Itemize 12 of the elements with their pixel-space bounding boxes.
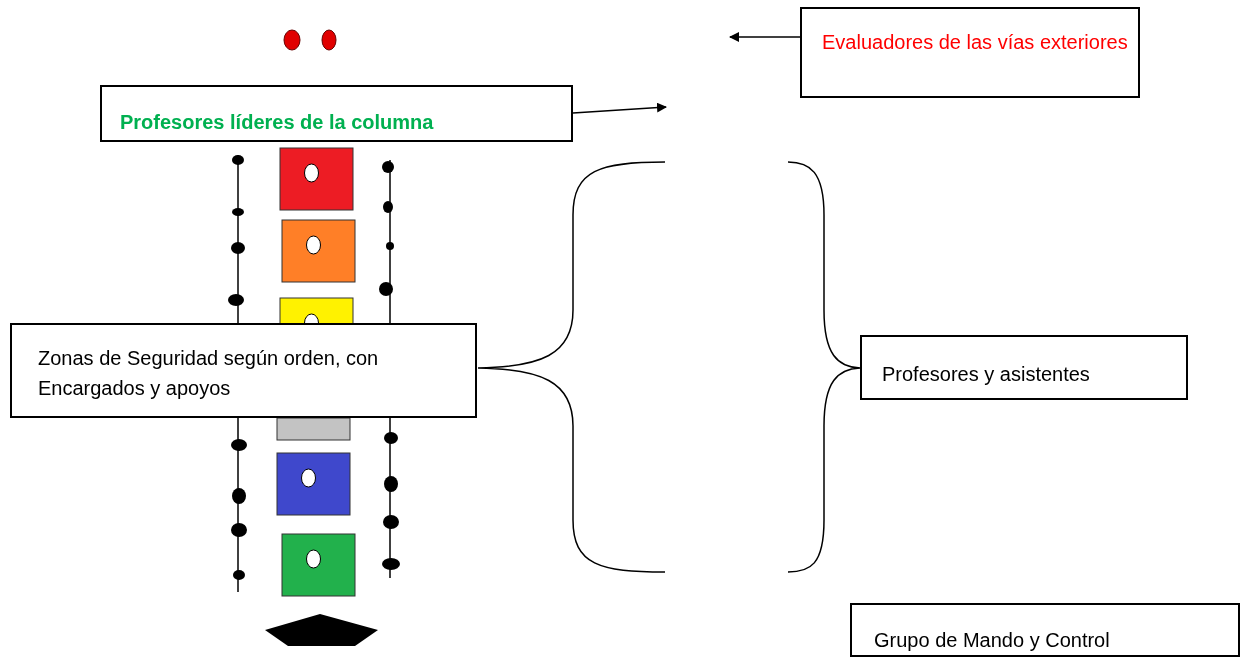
text-box (10, 323, 477, 418)
text-box (860, 335, 1188, 400)
text-box (850, 603, 1240, 657)
box-label: Profesores líderes de la columna (120, 110, 435, 135)
box-label: Grupo de Mando y Control (874, 628, 1111, 653)
box-label: Zonas de Seguridad según orden, con Encargados y apoyos (38, 346, 380, 401)
box-label: Profesores y asistentes (882, 362, 1091, 387)
text-box (100, 85, 573, 142)
box-label: Evaluadores de las vías exteriores (822, 30, 1129, 55)
arrow (729, 32, 801, 42)
arrow (572, 102, 667, 114)
text-box (800, 7, 1140, 98)
